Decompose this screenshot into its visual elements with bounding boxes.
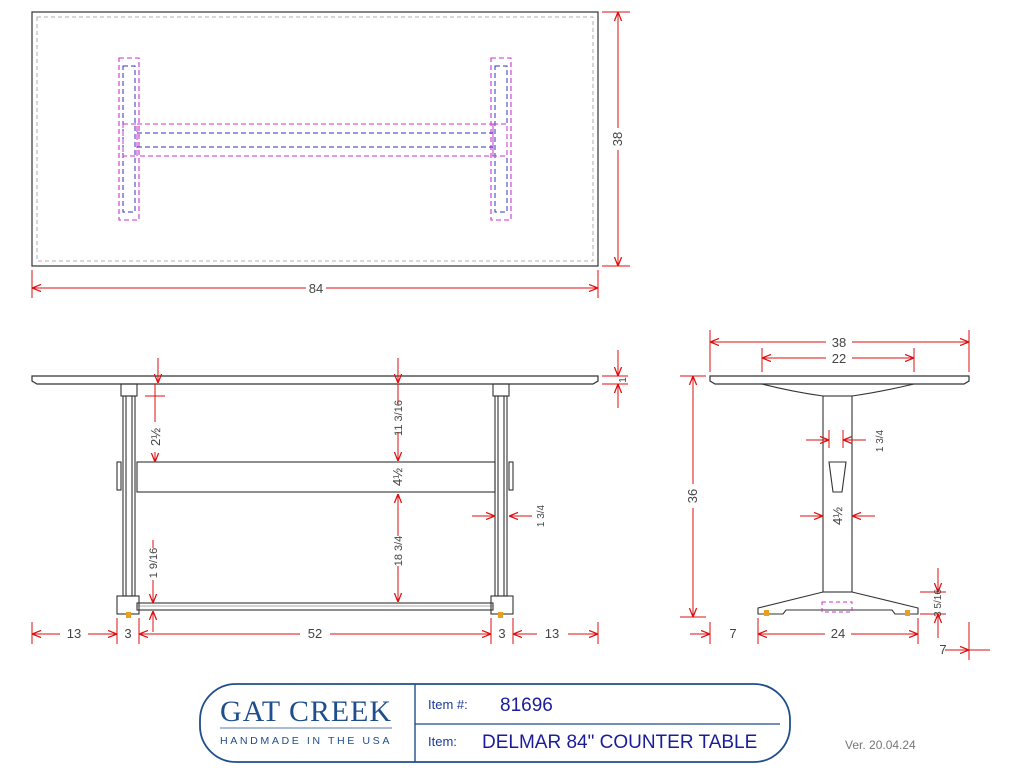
side-tabletop <box>709 375 970 385</box>
side-foot <box>757 591 919 615</box>
dim-label-stretcher-gap: 11 3/16 <box>393 400 405 436</box>
front-stretcher <box>136 461 496 493</box>
glide-icon <box>126 612 131 618</box>
item-name-value: DELMAR 84" COUNTER TABLE <box>482 732 757 753</box>
dim-label-foot-height: 1 9/16 <box>148 548 160 579</box>
dim-label-stretcher-height: 4½ <box>390 468 405 486</box>
glide-icon <box>905 610 910 616</box>
dim-side-height <box>680 375 706 618</box>
title-block: GAT CREEK HANDMADE IN THE USA Item #: 81… <box>199 683 916 763</box>
dim-label-side-foot-height: 3 5/16 <box>933 589 944 617</box>
version-label: Ver. 20.04.24 <box>845 738 916 752</box>
dim-front-post-offset <box>145 384 165 462</box>
title-block-frame <box>199 683 791 763</box>
dim-label-side-inset-right: 7 <box>939 642 946 657</box>
dim-label-overhang-right: 13 <box>545 626 559 641</box>
dim-label-top-width: 38 <box>610 132 625 146</box>
dim-label-side-foot-length: 24 <box>831 626 845 641</box>
side-post <box>822 395 853 593</box>
dim-top-length <box>31 270 599 298</box>
item-name-label: Item: <box>428 734 457 749</box>
tabletop-edge-profile <box>36 16 594 262</box>
item-number-value: 81696 <box>500 695 553 716</box>
dim-side-top-width <box>709 330 970 372</box>
dim-top-width <box>602 11 630 267</box>
front-lower-rail <box>136 602 494 611</box>
dim-front-bottom-chain <box>31 618 599 644</box>
top-view: 84 38 <box>31 11 630 298</box>
dim-label-corbel-width: 22 <box>832 351 846 366</box>
dim-label-front-post-thickness: 1 3/4 <box>536 504 547 527</box>
dim-label-post-offset: 2½ <box>148 428 163 446</box>
glide-icon <box>498 612 503 618</box>
dim-label-foot-right: 3 <box>498 626 505 641</box>
item-number-label: Item #: <box>428 697 468 712</box>
front-view: 1 2½ 11 3/16 4½ 18 3/4 1 9/16 <box>31 350 629 644</box>
dim-label-side-inset-left: 7 <box>729 626 736 641</box>
dim-side-post-thickness <box>806 430 866 448</box>
dim-side-corbel-width <box>761 348 915 372</box>
dim-label-foot-left: 3 <box>124 626 131 641</box>
dim-label-top-length: 84 <box>309 281 323 296</box>
dim-label-top-thickness: 1 <box>618 377 629 383</box>
logo-main: GAT CREEK <box>220 695 392 728</box>
dim-label-overhang-left: 13 <box>67 626 81 641</box>
dim-label-lower-gap: 18 3/4 <box>393 536 405 567</box>
dim-label-side-post-width: 4½ <box>830 507 845 525</box>
front-left-leg <box>116 383 140 615</box>
stretcher-hidden-lines <box>136 123 494 157</box>
dim-front-top-arrows <box>158 358 398 383</box>
dim-label-side-top-width: 38 <box>832 335 846 350</box>
glide-icon <box>764 610 769 616</box>
dim-front-top-thickness <box>602 350 628 408</box>
front-right-leg <box>490 383 514 615</box>
side-corbel <box>761 383 915 397</box>
dim-label-side-post-thickness: 1 3/4 <box>875 429 886 452</box>
dim-label-span: 52 <box>308 626 322 641</box>
side-foot-hidden <box>821 601 853 613</box>
left-leg-hidden-lines <box>118 57 140 221</box>
right-leg-hidden-lines <box>490 57 512 221</box>
dim-side-foot-height <box>920 568 946 638</box>
dim-label-side-height: 36 <box>685 489 700 503</box>
front-tabletop <box>31 375 599 385</box>
side-view: 38 22 36 1 3/4 4½ <box>680 330 990 660</box>
logo-subtitle: HANDMADE IN THE USA <box>220 736 392 747</box>
dim-side-bottom-chain <box>690 618 990 660</box>
tabletop-outline <box>31 11 599 267</box>
side-stretcher-tenon <box>828 461 847 493</box>
